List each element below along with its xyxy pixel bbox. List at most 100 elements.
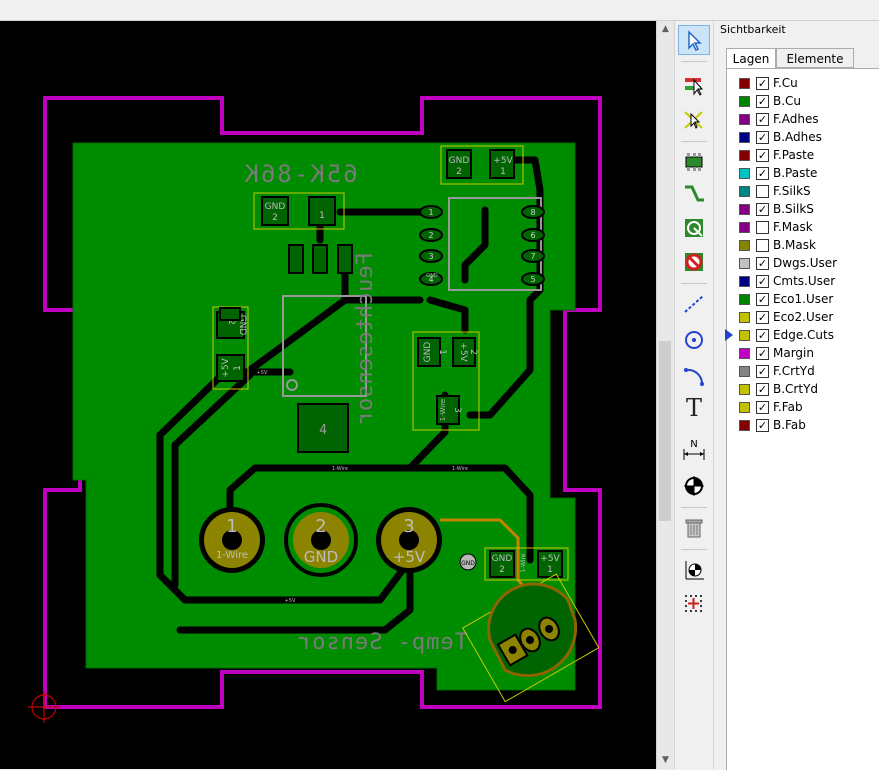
- canvas-vertical-scrollbar[interactable]: ▲ ▼: [656, 21, 674, 769]
- svg-text:2: 2: [499, 565, 505, 575]
- layer-visibility-checkbox[interactable]: ✓: [756, 419, 769, 432]
- layer-color-swatch[interactable]: [739, 384, 750, 395]
- layer-visibility-checkbox[interactable]: ✓: [756, 95, 769, 108]
- circle-icon[interactable]: [678, 325, 710, 355]
- layer-color-swatch[interactable]: [739, 312, 750, 323]
- connector-top-left[interactable]: GND 2 1: [253, 192, 345, 230]
- layer-row-f-fab[interactable]: ✓F.Fab: [727, 398, 879, 416]
- layer-color-swatch[interactable]: [739, 294, 750, 305]
- keepout-area-icon[interactable]: [678, 247, 710, 277]
- layer-row-cmts-user[interactable]: ✓Cmts.User: [727, 272, 879, 290]
- layer-visibility-checkbox[interactable]: ✓: [756, 347, 769, 360]
- pad-1[interactable]: 1 1-Wire: [199, 507, 265, 573]
- connector-top-right[interactable]: GND 2 +5V 1: [440, 145, 524, 185]
- layer-visibility-checkbox[interactable]: ✓: [756, 167, 769, 180]
- layer-color-swatch[interactable]: [739, 168, 750, 179]
- layer-color-swatch[interactable]: [739, 114, 750, 125]
- layer-visibility-checkbox[interactable]: ✓: [756, 401, 769, 414]
- layer-color-swatch[interactable]: [739, 204, 750, 215]
- layer-color-swatch[interactable]: [739, 240, 750, 251]
- layer-row-b-fab[interactable]: ✓B.Fab: [727, 416, 879, 434]
- layer-color-swatch[interactable]: [739, 330, 750, 341]
- layer-visibility-checkbox[interactable]: ✓: [756, 203, 769, 216]
- layer-visibility-checkbox[interactable]: ✓: [756, 275, 769, 288]
- layer-row-b-crtyd[interactable]: ✓B.CrtYd: [727, 380, 879, 398]
- layer-row-f-adhes[interactable]: ✓F.Adhes: [727, 110, 879, 128]
- layer-visibility-checkbox[interactable]: ✓: [756, 113, 769, 126]
- layer-color-swatch[interactable]: [739, 402, 750, 413]
- svg-text:5: 5: [530, 275, 535, 284]
- layer-row-b-adhes[interactable]: ✓B.Adhes: [727, 128, 879, 146]
- layer-visibility-checkbox[interactable]: ✓: [756, 149, 769, 162]
- layer-color-swatch[interactable]: [739, 258, 750, 269]
- layer-color-swatch[interactable]: [739, 366, 750, 377]
- pcb-canvas[interactable]: 4 65K-86K Feuchtesensor Temp- Sensor 1 1…: [0, 21, 656, 769]
- layer-row-f-silks[interactable]: F.SilkS: [727, 182, 879, 200]
- layer-row-margin[interactable]: ✓Margin: [727, 344, 879, 362]
- layer-row-f-mask[interactable]: F.Mask: [727, 218, 879, 236]
- delete-icon[interactable]: [678, 513, 710, 543]
- highlight-net-icon[interactable]: [678, 69, 710, 99]
- layer-visibility-checkbox[interactable]: ✓: [756, 311, 769, 324]
- layer-visibility-checkbox[interactable]: [756, 239, 769, 252]
- layer-row-f-crtyd[interactable]: ✓F.CrtYd: [727, 362, 879, 380]
- svg-text:2: 2: [468, 349, 478, 355]
- svg-text:6: 6: [530, 231, 535, 240]
- add-zone-icon[interactable]: [678, 213, 710, 243]
- layer-row-b-silks[interactable]: ✓B.SilkS: [727, 200, 879, 218]
- grid-origin-icon[interactable]: [678, 589, 710, 619]
- select-arrow-icon[interactable]: [678, 25, 710, 55]
- via-gnd[interactable]: GND: [459, 553, 477, 571]
- layer-visibility-checkbox[interactable]: ✓: [756, 329, 769, 342]
- layer-row-f-cu[interactable]: ✓F.Cu: [727, 74, 879, 92]
- layer-color-swatch[interactable]: [739, 276, 750, 287]
- layer-row-dwgs-user[interactable]: ✓Dwgs.User: [727, 254, 879, 272]
- target-icon[interactable]: [678, 471, 710, 501]
- connector-bottom-right[interactable]: GND 2 1-Wire +5V 1: [484, 547, 569, 581]
- layer-visibility-checkbox[interactable]: ✓: [756, 77, 769, 90]
- layer-row-b-mask[interactable]: B.Mask: [727, 236, 879, 254]
- arc-icon[interactable]: [678, 361, 710, 391]
- scroll-thumb[interactable]: [659, 341, 671, 521]
- layer-row-f-paste[interactable]: ✓F.Paste: [727, 146, 879, 164]
- layer-color-swatch[interactable]: [739, 150, 750, 161]
- svg-text:7: 7: [530, 252, 535, 261]
- scroll-up-arrow[interactable]: ▲: [662, 24, 669, 34]
- local-ratsnest-icon[interactable]: [678, 105, 710, 135]
- tab-elemente[interactable]: Elemente: [776, 48, 854, 68]
- layer-visibility-checkbox[interactable]: ✓: [756, 365, 769, 378]
- layer-color-swatch[interactable]: [739, 132, 750, 143]
- layer-color-swatch[interactable]: [739, 222, 750, 233]
- svg-text:2: 2: [272, 213, 278, 223]
- layer-row-b-paste[interactable]: ✓B.Paste: [727, 164, 879, 182]
- dimension-icon[interactable]: N: [678, 435, 710, 465]
- layer-visibility-checkbox[interactable]: ✓: [756, 257, 769, 270]
- set-origin-icon[interactable]: [678, 555, 710, 585]
- layer-color-swatch[interactable]: [739, 96, 750, 107]
- layer-color-swatch[interactable]: [739, 186, 750, 197]
- pad-3[interactable]: 3 +5V: [376, 507, 442, 573]
- connector-mid[interactable]: GND 1 +5V 2 1-Wire 3: [412, 331, 480, 431]
- layer-row-edge-cuts[interactable]: ✓Edge.Cuts: [725, 326, 879, 344]
- layer-color-swatch[interactable]: [739, 78, 750, 89]
- layer-name: F.Mask: [773, 220, 813, 234]
- layer-row-eco1-user[interactable]: ✓Eco1.User: [727, 290, 879, 308]
- text-icon[interactable]: T: [685, 394, 702, 422]
- scroll-down-arrow[interactable]: ▼: [662, 755, 669, 765]
- add-footprint-icon[interactable]: [678, 147, 710, 177]
- layer-row-eco2-user[interactable]: ✓Eco2.User: [727, 308, 879, 326]
- temp-sensor-footprint[interactable]: [462, 573, 600, 703]
- pad-2[interactable]: 2 GND: [284, 503, 358, 577]
- layer-row-b-cu[interactable]: ✓B.Cu: [727, 92, 879, 110]
- route-track-icon[interactable]: [678, 179, 710, 209]
- layer-color-swatch[interactable]: [739, 348, 750, 359]
- layer-visibility-checkbox[interactable]: ✓: [756, 131, 769, 144]
- layer-visibility-checkbox[interactable]: ✓: [756, 383, 769, 396]
- layer-visibility-checkbox[interactable]: ✓: [756, 293, 769, 306]
- layer-visibility-checkbox[interactable]: [756, 185, 769, 198]
- layer-visibility-checkbox[interactable]: [756, 221, 769, 234]
- layer-color-swatch[interactable]: [739, 420, 750, 431]
- tab-lagen[interactable]: Lagen: [726, 48, 776, 69]
- graphic-line-icon[interactable]: [678, 289, 710, 319]
- svg-text:1: 1: [226, 516, 237, 537]
